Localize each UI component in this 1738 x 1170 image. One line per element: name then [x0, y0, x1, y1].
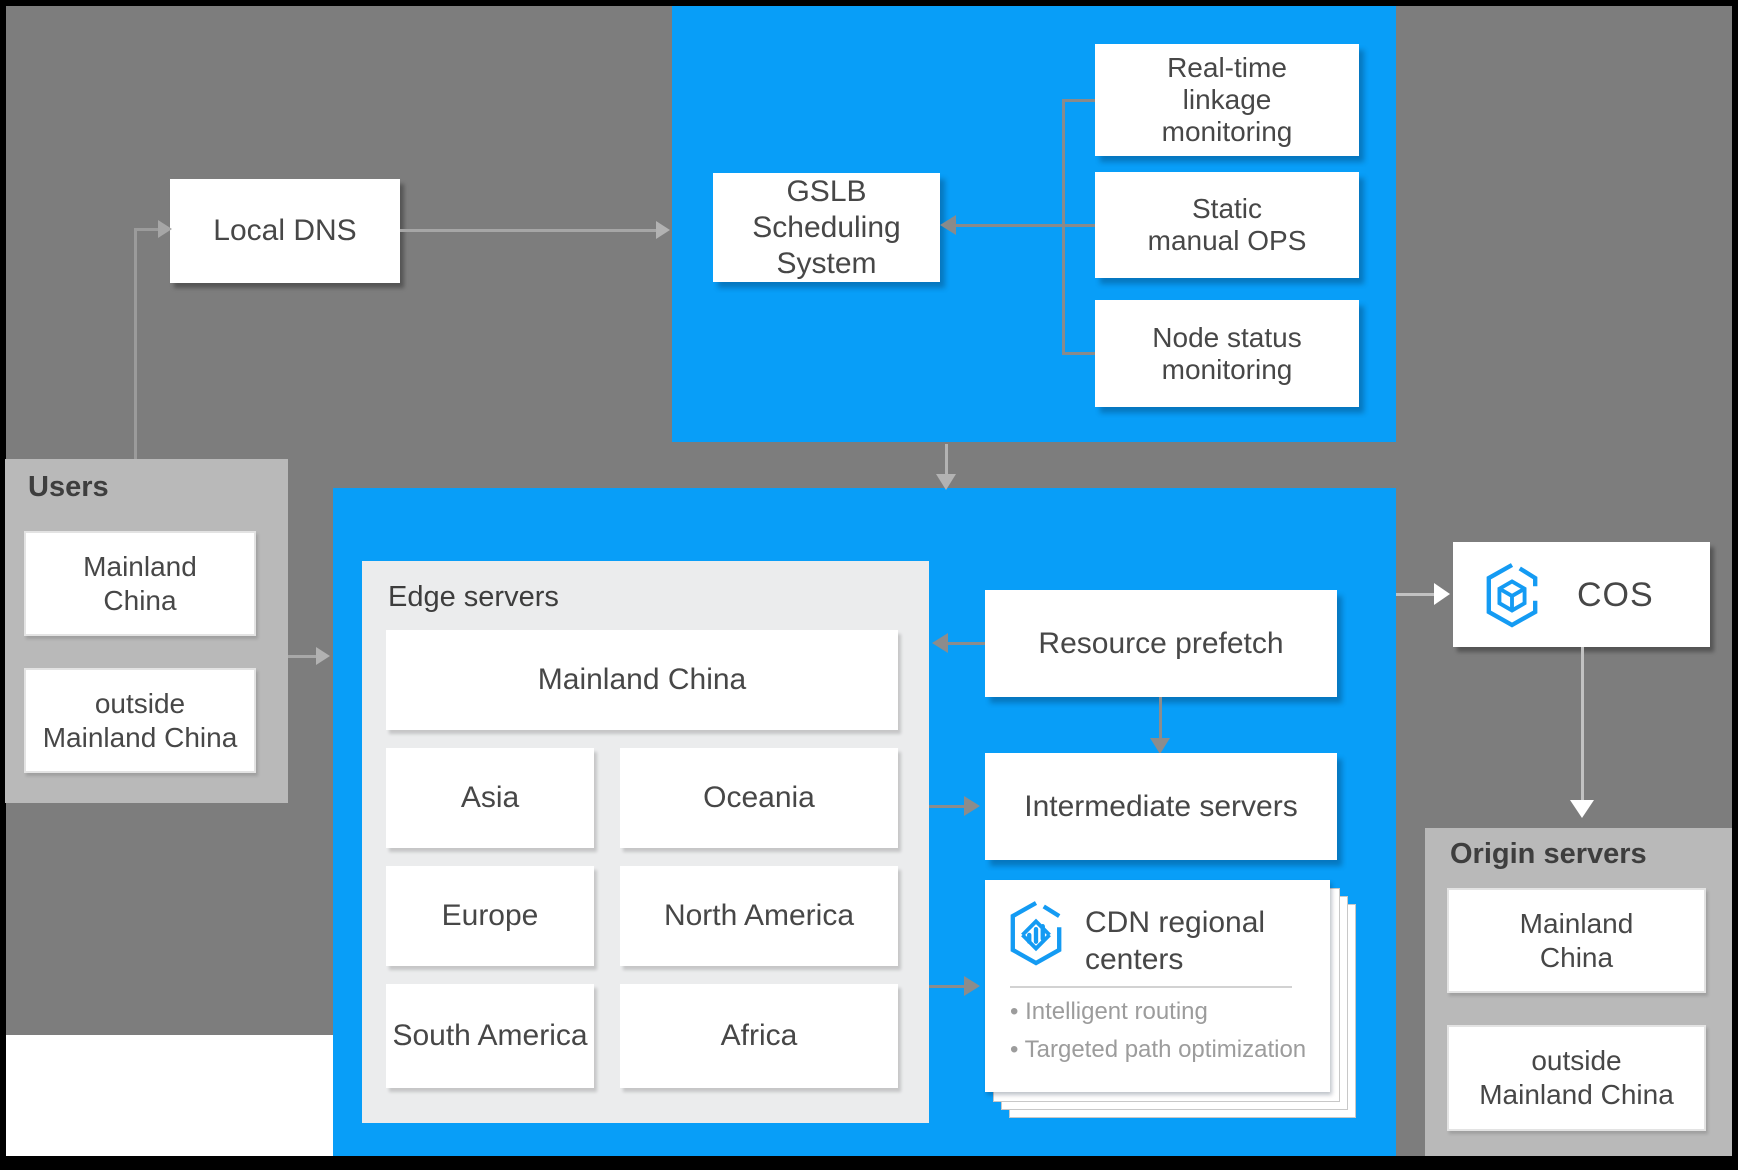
realtime-linkage-monitoring-node: Real-time linkage monitoring	[1095, 44, 1359, 156]
local-dns-node: Local DNS	[170, 179, 400, 283]
arrow-users-to-delivery-line	[288, 655, 316, 658]
cdn-regional-centers-title: CDN regional centers	[1085, 906, 1266, 976]
arrow-delivery-to-cos-line	[1396, 593, 1434, 596]
arrow-localdns-to-gslb-head	[656, 221, 670, 239]
cdn-bullet-intelligent-routing: Intelligent routing	[1010, 998, 1208, 1026]
edge-servers-title: Edge servers	[388, 581, 559, 613]
cos-node: COS	[1453, 542, 1710, 647]
static-manual-ops-node: Static manual OPS	[1095, 172, 1359, 278]
intermediate-servers-node: Intermediate servers	[985, 753, 1337, 860]
arrow-localdns-to-gslb-line	[400, 229, 656, 232]
monitor-bracket-top-stub	[1062, 99, 1095, 102]
arrow-gslb-to-delivery-line	[945, 444, 948, 474]
node-status-monitoring-label: Node status monitoring	[1152, 321, 1302, 385]
edge-region-africa: Africa	[620, 984, 898, 1088]
arrow-prefetch-to-intermediate-head	[1150, 738, 1170, 754]
arrow-edge-to-cdn-head	[964, 976, 980, 996]
arrow-monitors-to-gslb-head	[940, 215, 956, 235]
users-region-outside-mainland-china: outside Mainland China	[24, 668, 256, 773]
edge-region-south-america: South America	[386, 984, 594, 1088]
edge-region-oceania: Oceania	[620, 748, 898, 848]
realtime-linkage-monitoring-label: Real-time linkage monitoring	[1161, 52, 1293, 147]
edge-region-africa-label: Africa	[720, 1019, 798, 1052]
arrow-prefetch-to-edge-head	[932, 633, 948, 653]
edge-region-south-america-label: South America	[392, 1019, 588, 1052]
monitor-bracket-middle-line	[956, 224, 1095, 227]
cdn-card-divider	[1010, 986, 1292, 988]
local-dns-label: Local DNS	[213, 214, 357, 247]
cos-label: COS	[1577, 575, 1654, 614]
edge-region-mainland-china: Mainland China	[386, 630, 898, 730]
edge-region-oceania-label: Oceania	[703, 781, 815, 814]
gslb-system-label: GSLB Scheduling System	[752, 174, 901, 280]
users-region-mainland-china: Mainland China	[24, 531, 256, 636]
node-status-monitoring-node: Node status monitoring	[1095, 300, 1359, 407]
origin-region-mainland-china: Mainland China	[1447, 888, 1706, 993]
arrow-users-to-delivery-head	[316, 647, 330, 665]
monitor-bracket-vertical-line	[1062, 99, 1065, 355]
arrow-prefetch-to-intermediate-line	[1159, 697, 1162, 738]
users-panel: Users Mainland China outside Mainland Ch…	[5, 459, 288, 803]
arrow-users-to-localdns-vertical	[134, 229, 137, 459]
origin-region-mainland-china-label: Mainland China	[1519, 907, 1634, 973]
edge-region-asia-label: Asia	[460, 781, 520, 814]
resource-prefetch-node: Resource prefetch	[985, 590, 1337, 697]
users-region-mainland-china-label: Mainland China	[83, 550, 197, 616]
edge-region-north-america: North America	[620, 866, 898, 966]
edge-region-europe-label: Europe	[441, 899, 539, 932]
cdn-regional-centers-card: CDN regional centers Intelligent routing…	[985, 880, 1330, 1092]
monitor-bracket-bottom-stub	[1062, 352, 1095, 355]
arrow-delivery-to-cos-head	[1434, 583, 1450, 605]
origin-region-outside-mainland-china-label: outside Mainland China	[1479, 1045, 1674, 1110]
cos-icon	[1486, 563, 1538, 628]
arrow-edge-to-intermediate-line	[929, 805, 964, 808]
cdn-bullet-targeted-path: Targeted path optimization	[1010, 1036, 1307, 1064]
edge-servers-panel: Edge servers Mainland China Asia Oceania…	[362, 561, 929, 1123]
resource-prefetch-label: Resource prefetch	[1038, 626, 1284, 660]
arrow-prefetch-to-edge-line	[948, 642, 985, 645]
origin-servers-title: Origin servers	[1450, 838, 1647, 870]
arrow-cos-to-origin-head	[1570, 800, 1594, 818]
users-panel-title: Users	[28, 471, 109, 503]
origin-servers-panel: Origin servers Mainland China outside Ma…	[1425, 828, 1732, 1156]
arrow-users-to-localdns-head	[158, 220, 172, 238]
arrow-edge-to-intermediate-head	[964, 796, 980, 816]
origin-region-outside-mainland-china: outside Mainland China	[1447, 1025, 1706, 1131]
arrow-users-to-localdns-horizontal	[134, 228, 158, 231]
edge-region-asia: Asia	[386, 748, 594, 848]
static-manual-ops-label: Static manual OPS	[1147, 193, 1307, 256]
arrow-cos-to-origin-line	[1581, 647, 1584, 800]
gslb-system-node: GSLB Scheduling System	[713, 173, 940, 282]
users-region-outside-mainland-china-label: outside Mainland China	[42, 687, 238, 753]
cdn-icon	[1010, 901, 1062, 966]
edge-region-europe: Europe	[386, 866, 594, 966]
edge-region-mainland-china-label: Mainland China	[537, 663, 747, 696]
arrow-gslb-to-delivery-head	[936, 474, 956, 490]
edge-region-north-america-label: North America	[663, 899, 855, 932]
arrow-edge-to-cdn-line	[929, 985, 964, 988]
intermediate-servers-label: Intermediate servers	[1024, 789, 1298, 823]
bottom-left-white-region	[6, 1035, 333, 1156]
